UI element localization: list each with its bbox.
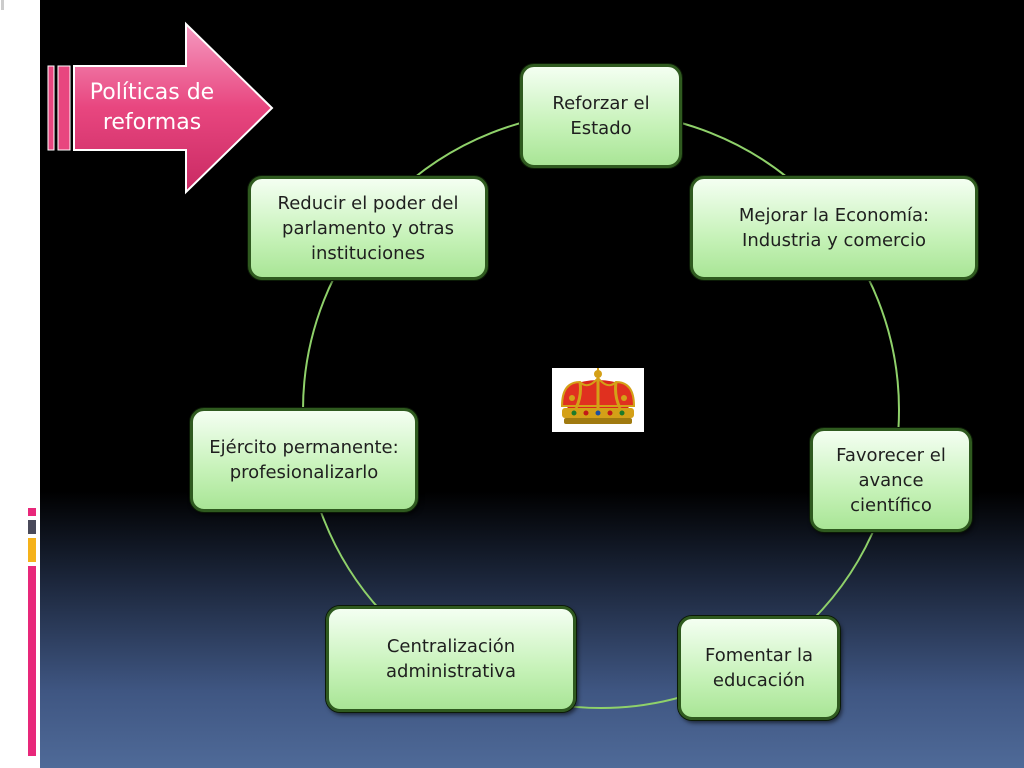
royal-crown-icon — [560, 368, 636, 424]
decor-stripe-pink-top — [28, 508, 36, 516]
node-label: Fomentar la educación — [705, 645, 813, 691]
decor-stripe-gray — [28, 520, 36, 534]
node-reforzar-estado: Reforzar el Estado — [520, 64, 682, 168]
header-arrow-shape — [47, 21, 274, 195]
node-fomentar-educacion: Fomentar la educación — [678, 616, 840, 720]
node-label: Centralización administrativa — [385, 636, 516, 682]
node-reducir-poder: Reducir el poder del parlamento y otras … — [248, 176, 488, 280]
decor-stripe-yellow — [28, 538, 36, 562]
node-label: Ejército permanente: profesionalizarlo — [209, 437, 399, 483]
decor-stripe — [1, 0, 4, 10]
node-label: Reforzar el Estado — [552, 93, 650, 139]
node-mejorar-economia: Mejorar la Economía: Industria y comerci… — [690, 176, 978, 280]
node-label: Mejorar la Economía: Industria y comerci… — [738, 205, 930, 251]
crown-container — [552, 368, 644, 432]
node-label: Reducir el poder del parlamento y otras … — [277, 192, 459, 264]
decor-stripe-pink — [28, 566, 36, 756]
node-centralizacion: Centralización administrativa — [326, 606, 576, 712]
node-ejercito: Ejército permanente: profesionalizarlo — [190, 408, 418, 512]
node-label: Favorecer el avance científico — [836, 444, 946, 516]
header-label: Políticas de reformas — [89, 80, 215, 135]
node-avance-cientifico: Favorecer el avance científico — [810, 428, 972, 532]
